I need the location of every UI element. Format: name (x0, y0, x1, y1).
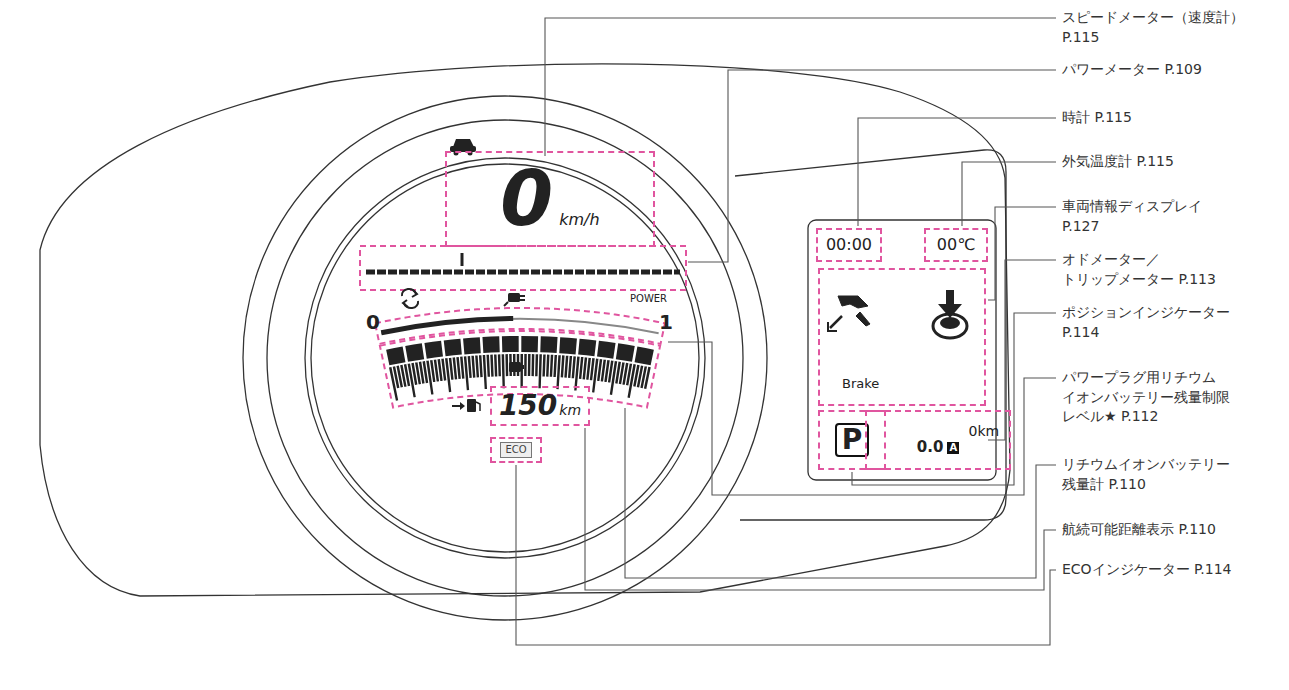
temperature-box: 00℃ (924, 228, 988, 262)
speed-value: 0 (500, 155, 553, 242)
gauge-track (381, 316, 513, 335)
callout-label: パワープラグ用リチウム イオンバッテリー残量制限 レベル★ P.112 (1062, 368, 1238, 427)
gauge-tick (550, 355, 554, 377)
gauge-block (578, 339, 596, 357)
callout-label: パワーメーター P.109 (1062, 60, 1262, 80)
gauge-tick (592, 358, 598, 392)
gauge-block (386, 346, 405, 365)
range-box: 150km (490, 386, 590, 426)
gauge-block (559, 337, 577, 354)
power-meter-zero (461, 253, 464, 266)
brake-press-icon (933, 290, 967, 338)
clock-value: 00:00 (826, 236, 872, 254)
gauge-tick (546, 355, 549, 377)
gauge-tick (564, 356, 568, 378)
gauge-tick (556, 355, 561, 389)
callout-label: 車両情報ディスプレイ P.127 (1062, 197, 1237, 236)
gauge-tick (538, 354, 542, 388)
speed-unit: km/h (559, 211, 599, 229)
gauge-tick (505, 354, 508, 376)
trip-letter: A (947, 442, 959, 454)
regen-icon (402, 289, 418, 308)
eco-indicator: ECO (500, 442, 531, 458)
position-indicator-box: P (818, 410, 886, 470)
power-meter-bar (366, 270, 680, 275)
gauge-tick (579, 357, 584, 379)
gauge-tick (583, 357, 588, 379)
callout-label: 航続可能距離表示 P.110 (1062, 520, 1262, 540)
gauge-scale-number: 0 (366, 311, 380, 334)
gauge-tick (479, 355, 483, 377)
gauge-label: POWER (630, 293, 667, 305)
gauge-tick (460, 357, 464, 379)
gauge-tick (471, 356, 475, 378)
power-meter-frame (360, 246, 686, 290)
gauge-tick (468, 356, 472, 378)
callout-label: リチウムイオンバッテリー 残量計 P.110 (1062, 455, 1238, 494)
range-icon (452, 399, 480, 412)
temperature-value: 00℃ (937, 236, 975, 254)
callout-label: ECOインジケーター P.114 (1062, 560, 1254, 580)
gauge-tick (475, 355, 479, 377)
gauge-block (635, 346, 654, 365)
gauge-tick (456, 357, 461, 379)
gauge-block (482, 336, 499, 353)
gauge-scale-number: 1 (659, 311, 673, 334)
gauge-tick (531, 354, 534, 376)
plug-icon (504, 293, 525, 306)
gauge-block (616, 343, 635, 361)
battery-icon (509, 362, 524, 372)
callout-label: 外気温度計 P.115 (1062, 152, 1262, 172)
gauge-tick (542, 354, 545, 376)
dashboard-outline (40, 64, 1010, 596)
gauge-block (597, 341, 616, 359)
range-value: 150 (499, 390, 557, 422)
gauge-tick (498, 354, 501, 376)
callout-label: スピードメーター（速度計） P.115 (1062, 8, 1262, 47)
gauge-tick (494, 354, 497, 376)
gauge-block (540, 336, 557, 353)
gauge-block (444, 339, 462, 357)
clock-box: 00:00 (816, 228, 882, 262)
gauge-tick (449, 358, 454, 380)
meter-ring (243, 96, 767, 620)
range-unit: km (559, 402, 581, 418)
speedometer-box: 0 km/h (445, 151, 655, 246)
meter-ring (267, 120, 743, 596)
gauge-block (463, 337, 481, 354)
gauge-block (405, 343, 424, 361)
callout-label: オドメーター／ トリップメーター P.113 (1062, 250, 1224, 289)
callout-label: 時計 P.115 (1062, 108, 1262, 128)
trip-value: 0.0 (917, 439, 944, 456)
gauge-block (424, 341, 443, 359)
gauge-tick (568, 356, 572, 378)
vehicle-info-display-box: Brake (818, 268, 986, 406)
odometer-box: 0km0.0A (865, 410, 1011, 470)
display-screen (808, 220, 996, 480)
eco-indicator-box: ECO (490, 437, 542, 463)
gauge-tick (644, 367, 651, 389)
brake-text: Brake (842, 377, 879, 392)
gauge-tick (483, 355, 487, 389)
display-panel (735, 150, 1006, 520)
gauge-tick (535, 354, 538, 376)
gauge-tick (486, 355, 490, 377)
gauge-tick (572, 356, 576, 378)
callout-label: ポジションインジケーター P.114 (1062, 303, 1262, 342)
gauge-tick (453, 357, 458, 379)
gauge-tick (561, 355, 565, 377)
brake-hand-icon (828, 296, 870, 331)
gauge-block (502, 336, 519, 352)
leader-lines (516, 18, 1056, 645)
gauge-tick (502, 354, 505, 388)
gauge-block (521, 336, 538, 352)
gauge-tick (528, 354, 531, 376)
odometer-value: 0km (867, 423, 1009, 439)
gauge-tick (553, 355, 557, 377)
gauge-tick (524, 354, 527, 376)
gauge-tick (490, 355, 493, 377)
